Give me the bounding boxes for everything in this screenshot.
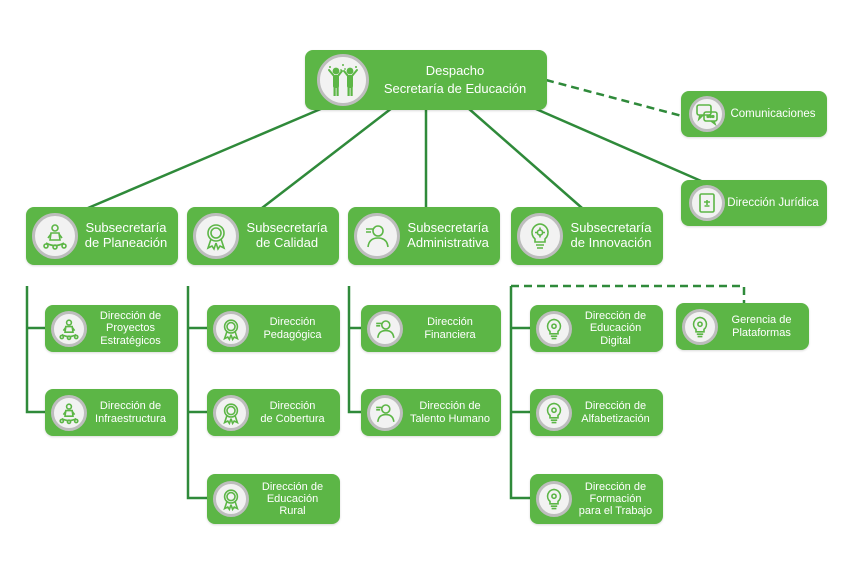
comunicaciones-box: Comunicaciones: [681, 91, 827, 137]
subsecretaria-planeacion-box: Subsecretaría de Planeación: [26, 207, 178, 265]
award-badge-icon: [213, 394, 249, 431]
direccion-cobertura-label: Dirección de Cobertura: [260, 400, 325, 425]
meditation-icon: [51, 394, 87, 431]
person-user-icon: [354, 213, 400, 259]
direccion-juridica-label: Dirección Jurídica: [727, 196, 819, 209]
lightbulb-gear-icon: [536, 481, 572, 517]
direccion-infraestructura-box: Dirección de Infraestructura: [45, 389, 178, 436]
direccion-formacion-trabajo-label: Dirección de Formación para el Trabajo: [578, 480, 653, 518]
award-badge-icon: [213, 481, 249, 517]
subsecretaria-innovacion-box: Subsecretaría de Innovación: [511, 207, 663, 265]
direccion-proyectos-estrategicos-label: Dirección de Proyectos Estratégicos: [99, 310, 162, 347]
subsecretaria-planeacion-label: Subsecretaría de Planeación: [84, 220, 168, 250]
direccion-formacion-trabajo-box: Dirección de Formación para el Trabajo: [530, 474, 663, 524]
direccion-proyectos-estrategicos-box: Dirección de Proyectos Estratégicos: [45, 305, 178, 352]
lightbulb-gear-icon: [536, 394, 572, 431]
direccion-pedagogica-label: Dirección Pedagógica: [263, 316, 322, 341]
legal-document-icon: [689, 185, 725, 221]
chat-bubbles-icon: [689, 96, 725, 132]
direccion-talento-humano-box: Dirección de Talento Humano: [361, 389, 501, 436]
meditation-icon: [51, 310, 87, 347]
direccion-educacion-digital-box: Dirección de Educación Digital: [530, 305, 663, 352]
lightbulb-gear-icon: [682, 308, 718, 345]
person-user-icon: [367, 310, 403, 347]
subsecretaria-calidad-label: Subsecretaría de Calidad: [246, 220, 328, 250]
subsecretaria-administrativa-box: Subsecretaría Administrativa: [348, 207, 500, 265]
direccion-alfabetizacion-label: Dirección de Alfabetización: [581, 400, 650, 425]
direccion-cobertura-box: Dirección de Cobertura: [207, 389, 340, 436]
gerencia-plataformas-label: Gerencia de Plataformas: [731, 314, 792, 339]
direccion-financiera-label: Dirección Financiera: [424, 316, 476, 341]
direccion-talento-humano-label: Dirección de Talento Humano: [409, 400, 491, 425]
direccion-alfabetizacion-box: Dirección de Alfabetización: [530, 389, 663, 436]
subsecretaria-calidad-box: Subsecretaría de Calidad: [187, 207, 339, 265]
direccion-financiera-box: Dirección Financiera: [361, 305, 501, 352]
despacho-box: Despacho Secretaría de Educación: [305, 50, 547, 110]
direccion-educacion-rural-box: Dirección de Educación Rural: [207, 474, 340, 524]
comunicaciones-label: Comunicaciones: [730, 107, 816, 120]
direccion-pedagogica-box: Dirección Pedagógica: [207, 305, 340, 352]
person-user-icon: [367, 394, 403, 431]
lightbulb-gear-icon: [517, 213, 563, 259]
meditation-icon: [32, 213, 78, 259]
direccion-juridica-box: Dirección Jurídica: [681, 180, 827, 226]
despacho-label: Despacho Secretaría de Educación: [383, 63, 527, 96]
award-badge-icon: [193, 213, 239, 259]
subsecretaria-administrativa-label: Subsecretaría Administrativa: [407, 220, 489, 250]
direccion-educacion-rural-label: Dirección de Educación Rural: [261, 480, 324, 518]
award-badge-icon: [213, 310, 249, 347]
gerencia-plataformas-box: Gerencia de Plataformas: [676, 303, 809, 350]
lightbulb-gear-icon: [536, 310, 572, 347]
subsecretaria-innovacion-label: Subsecretaría de Innovación: [570, 220, 652, 250]
direccion-educacion-digital-label: Dirección de Educación Digital: [584, 310, 647, 347]
direccion-infraestructura-label: Dirección de Infraestructura: [95, 400, 166, 425]
people-celebrating-icon: [317, 54, 369, 106]
